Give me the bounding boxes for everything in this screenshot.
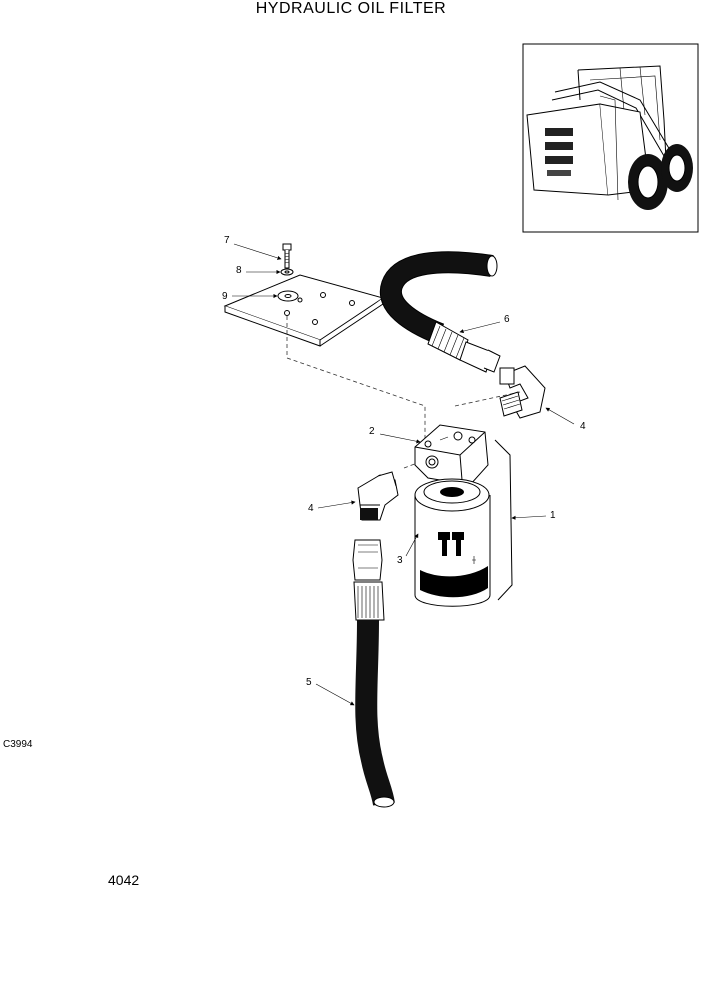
page-title: HYDRAULIC OIL FILTER [255, 0, 447, 17]
skid-steer-loader-icon [526, 65, 693, 210]
callout-5: 5 [306, 677, 312, 688]
callout-9: 9 [222, 291, 228, 302]
alignment-line [286, 316, 426, 452]
callout-1: 1 [550, 510, 556, 521]
flat-washer [277, 290, 299, 302]
inset-frame [522, 43, 699, 233]
callout-3: 3 [397, 555, 403, 566]
mounting-plate [223, 274, 385, 347]
lower-hose [352, 539, 395, 808]
filter-element [414, 478, 491, 607]
assembly-bracket [494, 439, 513, 601]
machine-inset [522, 43, 699, 233]
callout-7: 7 [224, 235, 230, 246]
upper-elbow-fitting [499, 365, 546, 419]
filter-head [414, 424, 489, 486]
callout-8: 8 [236, 265, 242, 276]
callout-4-lower: 4 [308, 503, 314, 514]
callout-leaders [232, 243, 575, 706]
callout-2: 2 [369, 426, 375, 437]
upper-hose [379, 251, 501, 373]
lower-elbow-fitting [357, 471, 399, 521]
callout-4-upper: 4 [580, 421, 586, 432]
callout-6: 6 [504, 314, 510, 325]
drawing-code: C3994 [3, 739, 33, 750]
bolt [282, 243, 292, 269]
lock-washer [280, 268, 294, 276]
page-number: 4042 [108, 872, 140, 888]
